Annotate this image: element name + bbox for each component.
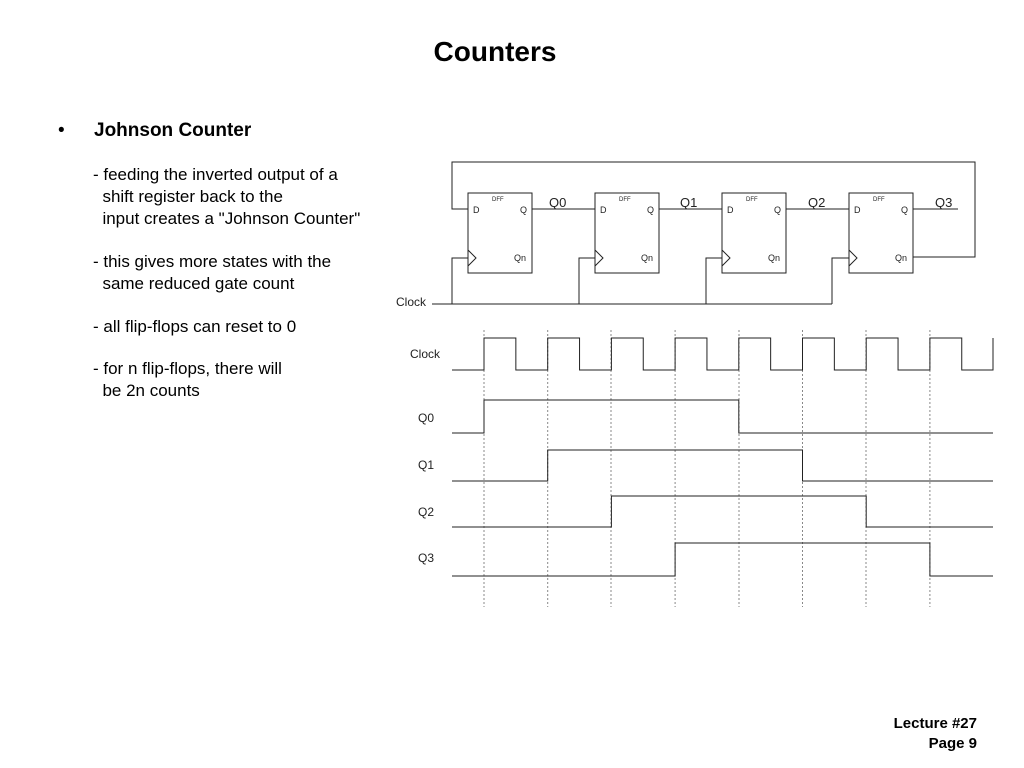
clock-triangle-2	[721, 249, 731, 267]
circuit-schematic: D Q Qn DFF D Q Qn DFF D Q Qn DFF D Q Qn DFF	[432, 161, 976, 305]
text-line: input creates a "Johnson Counter"	[93, 209, 361, 228]
clock-wire-1	[578, 257, 595, 304]
clock-triangle-0	[467, 249, 477, 267]
text-line: - feeding the inverted output of a	[93, 165, 338, 184]
flipflop-1	[594, 192, 660, 274]
timing-label-q3: Q3	[418, 551, 434, 565]
clock-wire-0	[451, 257, 468, 304]
feedback-wire	[451, 161, 976, 258]
pin-q-1: Q	[647, 205, 654, 215]
pin-d-3: D	[854, 205, 861, 215]
q1-label: Q1	[680, 195, 697, 210]
pin-qn-0: Qn	[514, 253, 526, 263]
pin-qn-3: Qn	[895, 253, 907, 263]
pin-q-3: Q	[901, 205, 908, 215]
clock-wire-2	[705, 257, 722, 304]
flipflop-3	[848, 192, 914, 274]
dff-label-3: DFF	[873, 197, 885, 203]
text-line: shift register back to the	[93, 187, 283, 206]
dff-label-0: DFF	[492, 197, 504, 203]
pin-qn-1: Qn	[641, 253, 653, 263]
bullet-dot: •	[58, 120, 65, 141]
text-line: - this gives more states with the	[93, 252, 332, 271]
dff-label-2: DFF	[746, 197, 758, 203]
pin-d-0: D	[473, 205, 480, 215]
clock-triangle-1	[594, 249, 604, 267]
clock-wire-3	[831, 257, 849, 304]
timing-label-q1: Q1	[418, 458, 434, 472]
q3-label: Q3	[935, 195, 952, 210]
slide-footer: Lecture #27 Page 9	[894, 714, 977, 754]
q3-waveform	[452, 542, 993, 577]
dff-label-1: DFF	[619, 197, 631, 203]
timing-label-q0: Q0	[418, 411, 434, 425]
clock-waveform	[452, 337, 994, 371]
clock-triangle-3	[848, 249, 858, 267]
text-line: be 2n counts	[93, 381, 200, 400]
pin-qn-2: Qn	[768, 253, 780, 263]
q2-label: Q2	[808, 195, 825, 210]
flipflop-2	[721, 192, 787, 274]
text-line: - for n flip-flops, there will	[93, 359, 282, 378]
timing-label-q2: Q2	[418, 505, 434, 519]
lecture-number: Lecture #27	[893, 715, 977, 732]
pin-q-2: Q	[774, 205, 781, 215]
bullet-heading: Johnson Counter	[94, 120, 252, 141]
page-title: Counters	[433, 36, 557, 67]
q0-waveform	[452, 399, 993, 434]
q2-waveform	[452, 495, 993, 528]
text-line: same reduced gate count	[93, 274, 295, 293]
pin-d-1: D	[600, 205, 607, 215]
timing-label-clock: Clock	[410, 347, 441, 361]
page-number: Page 9	[928, 735, 977, 752]
q1-waveform	[452, 449, 993, 482]
timing-diagram	[452, 330, 994, 607]
q0-label: Q0	[549, 195, 566, 210]
pin-q-0: Q	[520, 205, 527, 215]
flipflop-0	[467, 192, 533, 274]
clock-label: Clock	[396, 295, 427, 309]
pin-d-2: D	[727, 205, 734, 215]
text-line: - all flip-flops can reset to 0	[93, 317, 297, 336]
